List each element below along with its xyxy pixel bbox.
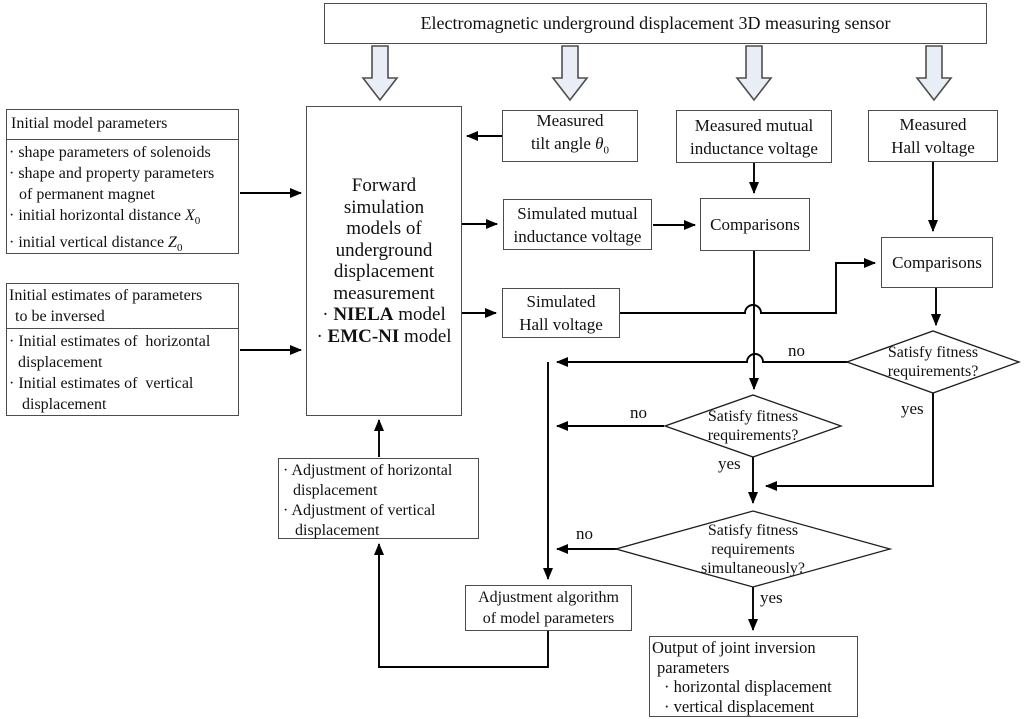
comparisons-1-box: Comparisons — [700, 198, 810, 251]
text-line: Simulated mutual — [517, 203, 638, 223]
text-line: Measured — [899, 115, 967, 134]
bullet-item: · Adjustment of vertical — [283, 502, 436, 519]
text-line: parameters — [657, 657, 730, 677]
simulated-mutual-box: Simulated mutual inductance voltage — [503, 199, 652, 250]
bullet-item: · Initial estimates of horizontal — [9, 333, 211, 350]
comparisons-2-box: Comparisons — [881, 237, 993, 288]
text-line: Hall voltage — [519, 315, 603, 334]
bullet-item: · initial vertical distance Z0 — [9, 234, 183, 255]
connector-diamond1-yes — [765, 393, 934, 491]
block-arrow-icon — [735, 45, 773, 102]
bullet-item: · shape parameters of solenoids — [9, 144, 211, 161]
bullet-item-continuation: displacement — [18, 354, 103, 371]
bullet-item: · Adjustment of horizontal — [283, 462, 453, 479]
yes-label-3: yes — [760, 588, 783, 607]
adjustment-displacement-box: · Adjustment of horizontal displacement … — [278, 458, 479, 539]
sensor-banner: Electromagnetic underground displacement… — [324, 3, 987, 44]
yes-label-2: yes — [718, 454, 741, 473]
text-line: underground — [335, 239, 433, 261]
text-line: tilt angle θ0 — [530, 134, 610, 157]
bullet-item: · Initial estimates of vertical — [9, 375, 194, 392]
bullet-item-continuation: of permanent magnet — [19, 186, 155, 203]
text-line: displacement — [333, 261, 435, 282]
text-line: Output of joint inversion — [652, 638, 816, 657]
theta-symbol: θ — [595, 134, 604, 154]
initial-model-parameters-box: Initial model parameters · shape paramet… — [6, 109, 239, 254]
no-label-1: no — [788, 341, 805, 360]
bullet-item: · vertical displacement — [664, 696, 815, 716]
bullet-item-continuation: displacement — [295, 522, 380, 539]
bullet-item: · initial horizontal distance X0 — [9, 207, 201, 228]
sensor-block-arrows — [361, 45, 953, 102]
model-bullet: · NIELA model — [322, 304, 446, 325]
text-line: Measured mutual — [694, 115, 814, 135]
text-line: Comparisons — [710, 215, 800, 234]
adjustment-algorithm-box: Adjustment algorithm of model parameters — [465, 585, 632, 631]
banner-title: Electromagnetic underground displacement… — [420, 13, 891, 33]
connector-diamond1-no — [556, 353, 848, 367]
measured-mutual-box: Measured mutual inductance voltage — [676, 110, 832, 163]
block-arrow-icon — [551, 45, 589, 102]
text-line: simulation — [343, 196, 425, 218]
box-title: to be inversed — [15, 308, 105, 325]
block-arrow-icon — [915, 45, 953, 102]
measured-hall-box: Measured Hall voltage — [868, 110, 998, 162]
text-line: of model parameters — [482, 610, 615, 627]
output-box: Output of joint inversion parameters · h… — [649, 636, 858, 717]
bullet-item: · horizontal displacement — [664, 677, 832, 696]
connector-sim-hall-to-comparisons2 — [620, 258, 876, 314]
measured-tilt-box: Measured tilt angle θ0 — [502, 110, 638, 162]
variable-x0: X — [184, 207, 195, 224]
initial-estimates-box: Initial estimates of parameters to be in… — [6, 283, 239, 416]
no-label-2: no — [630, 403, 647, 422]
text-line: inductance voltage — [690, 138, 818, 158]
fitness-diamond-1 — [845, 330, 1021, 394]
fitness-diamond-3 — [613, 510, 893, 588]
block-arrow-icon — [361, 45, 399, 102]
text-line: Simulated — [526, 292, 596, 311]
yes-label-1: yes — [901, 399, 924, 418]
forward-models-box: Forward simulation models of underground… — [306, 106, 462, 416]
model-bullet: · EMC-NI model — [316, 325, 452, 347]
text-line: Adjustment algorithm — [478, 589, 619, 606]
no-label-3: no — [576, 524, 593, 543]
text-line: inductance voltage — [513, 226, 642, 246]
box-title: Initial estimates of parameters — [9, 287, 203, 304]
connector-algorithm-loop — [374, 543, 549, 668]
variable-z0: Z — [168, 234, 177, 252]
box-title: Initial model parameters — [7, 110, 238, 140]
fitness-diamond-2 — [663, 394, 843, 458]
text-line: Comparisons — [892, 253, 982, 272]
bullet-item: · shape and property parameters — [9, 165, 215, 182]
text-line: Forward — [351, 175, 417, 196]
bullet-item-continuation: displacement — [22, 396, 107, 413]
text-line: models of — [346, 218, 422, 239]
text-line: measurement — [333, 282, 435, 304]
simulated-hall-box: Simulated Hall voltage — [502, 288, 620, 338]
text-line: Measured — [536, 111, 604, 131]
text-line: Hall voltage — [891, 138, 975, 157]
bullet-item-continuation: displacement — [293, 482, 378, 499]
